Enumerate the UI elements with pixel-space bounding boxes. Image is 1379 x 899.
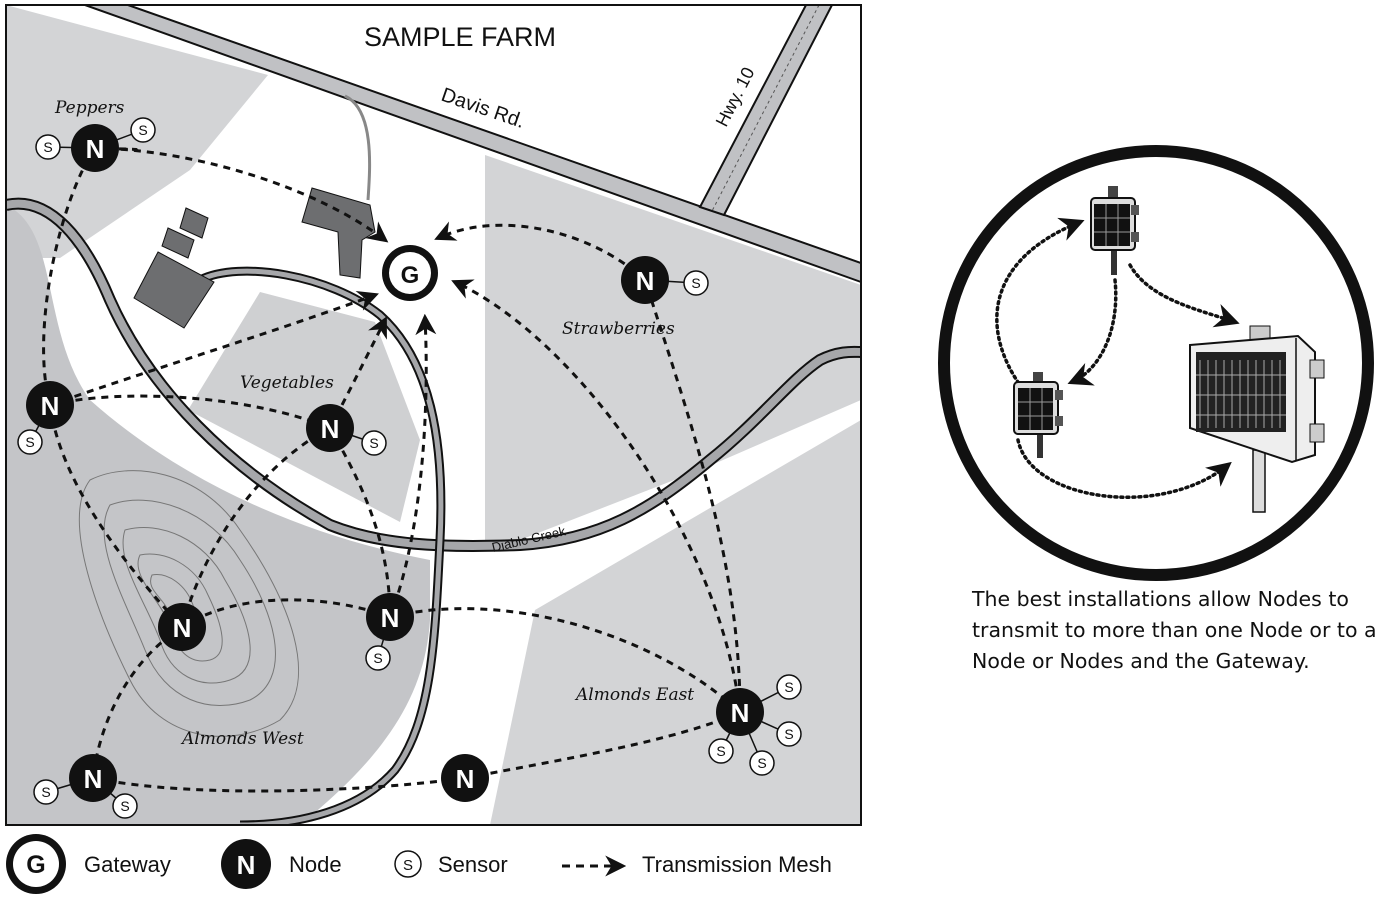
sensor-icon: S <box>749 750 775 776</box>
svg-text:N: N <box>173 613 192 643</box>
farm-buildings <box>133 187 376 329</box>
svg-text:S: S <box>369 435 378 451</box>
strawberries-label: Strawberries <box>562 319 675 339</box>
node-icon: N <box>26 381 74 429</box>
strawberries-field <box>485 155 861 540</box>
inset-caption: The best installations allow Nodes to tr… <box>972 587 1377 673</box>
farm-map: Davis Rd. Hwy. 10 Diablo Creek Peppers V… <box>6 5 861 825</box>
svg-text:N: N <box>636 266 655 296</box>
node-icon: N <box>621 256 669 304</box>
sensor-icon: S <box>17 429 43 455</box>
legend-gateway-icon: G <box>6 834 66 894</box>
legend-sensor-icon: S <box>394 850 422 878</box>
svg-text:S: S <box>120 798 129 814</box>
installation-inset <box>938 145 1374 581</box>
svg-text:N: N <box>86 134 105 164</box>
svg-text:N: N <box>237 850 256 880</box>
svg-text:N: N <box>41 391 60 421</box>
almonds-west-field <box>6 205 430 825</box>
almonds-west-label: Almonds West <box>180 729 304 749</box>
svg-text:G: G <box>401 262 420 289</box>
sensor-icon: S <box>683 270 709 296</box>
sensor-icon: S <box>776 674 802 700</box>
sensor-icon: S <box>776 721 802 747</box>
node-icon: N <box>716 688 764 736</box>
svg-text:G: G <box>26 851 45 879</box>
svg-text:S: S <box>784 726 793 742</box>
svg-text:N: N <box>731 698 750 728</box>
node-icon: N <box>69 754 117 802</box>
vegetables-field <box>188 292 420 522</box>
legend: G Gateway N Node S Sensor Transmission M… <box>6 834 832 894</box>
nodes: N N N N N N N N N <box>26 124 764 802</box>
node-icon: N <box>366 593 414 641</box>
svg-text:S: S <box>25 434 34 450</box>
sensor-icon: S <box>112 793 138 819</box>
peppers-label: Peppers <box>54 98 125 118</box>
sensor-icon: S <box>708 738 734 764</box>
node-icon: N <box>158 603 206 651</box>
svg-text:S: S <box>41 784 50 800</box>
topo-contours <box>78 470 300 737</box>
node-device-icon <box>1013 372 1063 458</box>
sensor-icon: S <box>35 134 61 160</box>
svg-text:N: N <box>456 764 475 794</box>
sensor-icon: S <box>33 779 59 805</box>
hwy-10-road <box>698 5 834 217</box>
node-device-icon <box>1090 186 1139 275</box>
gateway-icon: G <box>382 245 438 301</box>
node-icon: N <box>71 124 119 172</box>
svg-text:S: S <box>43 139 52 155</box>
transmission-mesh <box>42 146 742 793</box>
svg-text:S: S <box>403 857 413 874</box>
vegetables-label: Vegetables <box>240 373 334 393</box>
sensor-icon: S <box>130 117 156 143</box>
svg-text:S: S <box>373 650 382 666</box>
svg-text:S: S <box>784 679 793 695</box>
svg-text:N: N <box>321 414 340 444</box>
legend-sensor-label: Sensor <box>438 852 508 877</box>
legend-gateway-label: Gateway <box>84 852 171 877</box>
sensor-icon: S <box>361 430 387 456</box>
svg-text:S: S <box>691 275 700 291</box>
svg-text:N: N <box>84 764 103 794</box>
svg-text:N: N <box>381 603 400 633</box>
map-title: SAMPLE FARM <box>364 22 556 52</box>
node-icon: N <box>306 404 354 452</box>
sensor-icon: S <box>365 645 391 671</box>
sensors: S S S S S S S S S S S S <box>17 117 802 819</box>
legend-node-label: Node <box>289 852 342 877</box>
almonds-east-label: Almonds East <box>574 685 694 705</box>
inset-transmission-arrows <box>995 217 1240 499</box>
svg-text:S: S <box>757 755 766 771</box>
node-icon: N <box>441 754 489 802</box>
svg-text:S: S <box>716 743 725 759</box>
legend-node-icon: N <box>221 839 271 889</box>
davis-road <box>84 5 861 284</box>
legend-mesh-label: Transmission Mesh <box>642 852 832 877</box>
gateway-device-icon <box>1189 325 1325 513</box>
svg-text:S: S <box>138 122 147 138</box>
almonds-east-field <box>490 420 861 825</box>
